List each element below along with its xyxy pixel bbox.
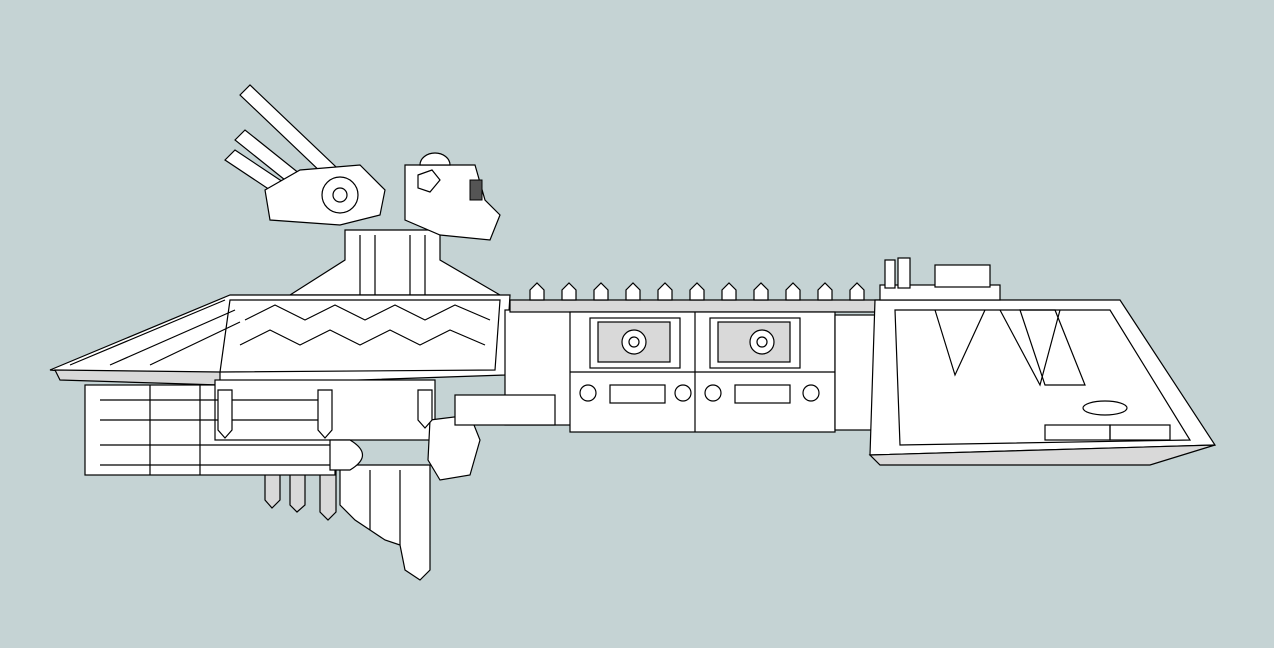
spine-spike: [529, 282, 545, 301]
spine-spike: [849, 282, 865, 301]
spine-spike: [593, 282, 609, 301]
spine-spike: [785, 282, 801, 301]
spine-spikes: [529, 282, 865, 301]
spine-spike: [657, 282, 673, 301]
spine-spike: [817, 282, 833, 301]
spine-spike: [721, 282, 737, 301]
spine-spike: [689, 282, 705, 301]
prow-deck: [49, 294, 511, 386]
spine-spike: [625, 282, 641, 301]
bridge-tower: [224, 84, 503, 296]
forward-hull: [84, 379, 481, 481]
spine-spike: [561, 282, 577, 301]
keel-fins: [264, 464, 431, 581]
spine-spike: [753, 282, 769, 301]
stern-engine: [868, 257, 1217, 466]
spine-section: [454, 299, 911, 433]
